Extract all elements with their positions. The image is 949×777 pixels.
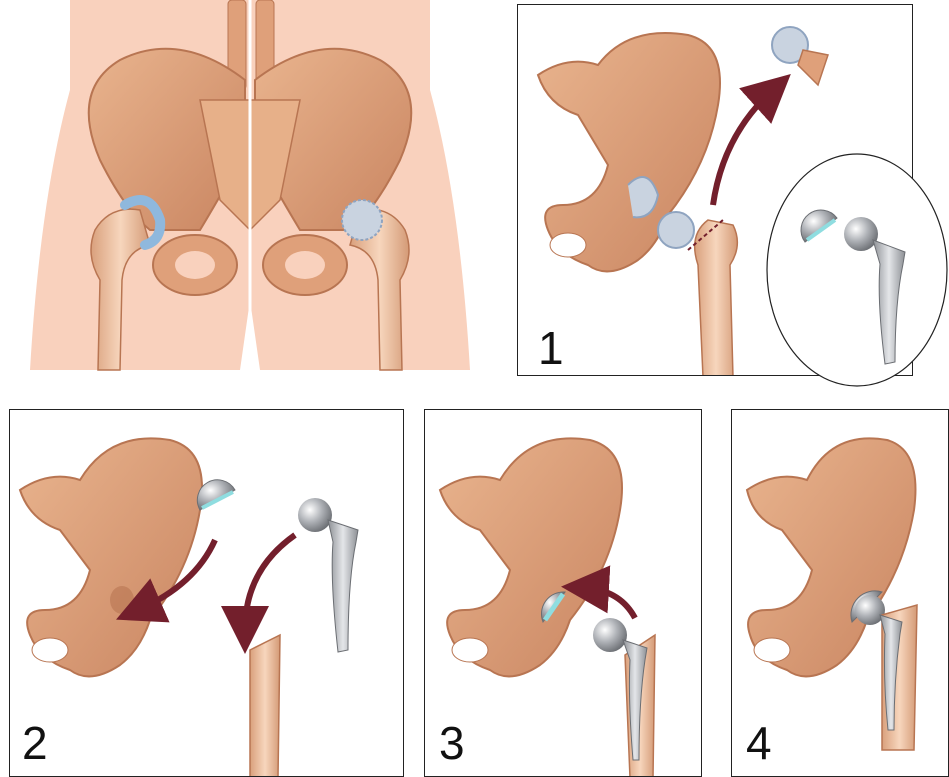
pelvis-icon	[0, 0, 500, 390]
step-2-panel: 2	[9, 409, 404, 777]
pelvis-overview	[0, 0, 500, 390]
step-2-illustration	[10, 410, 404, 777]
step-3-panel: 3	[424, 409, 702, 777]
hip-implant-icon	[765, 152, 949, 388]
step-number: 3	[439, 720, 465, 766]
step-4-panel: 4	[731, 409, 949, 777]
implant-callout	[765, 152, 949, 388]
step-3-illustration	[425, 410, 702, 777]
step-number: 2	[22, 720, 48, 766]
step-number: 4	[746, 720, 772, 766]
step-number: 1	[538, 325, 564, 371]
